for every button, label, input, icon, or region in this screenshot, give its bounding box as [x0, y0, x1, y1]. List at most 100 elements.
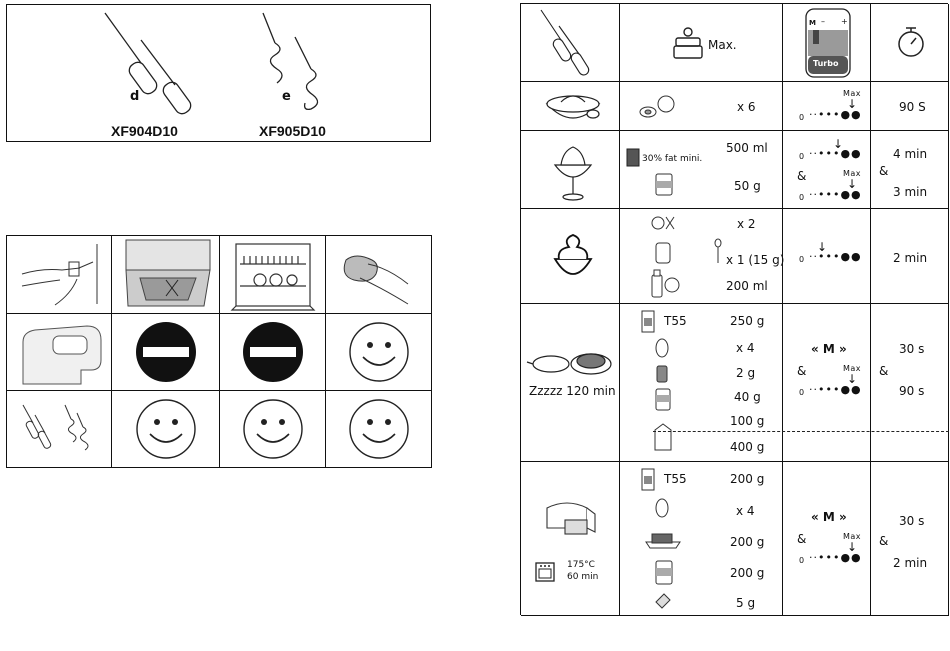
row2-qty-1: 50 g [734, 179, 761, 193]
speed-zero: 0 [799, 556, 805, 565]
row4-rest: Zzzzz 120 min [529, 384, 616, 398]
row5-recipe-cell: 175°C 60 min [521, 462, 620, 616]
flour-bag-icon [641, 468, 655, 491]
row4-time-cell: 30 s & 90 s [871, 304, 949, 462]
jar-icon [655, 242, 671, 264]
row3-time-cell: 2 min [871, 209, 949, 304]
row5-qty-2: x 4 [736, 504, 755, 518]
row5-amp: & [797, 532, 807, 546]
row5-mode: « M » [811, 510, 847, 524]
speed-scale-dots: ··•••●● [809, 551, 862, 564]
cream-carton-icon [626, 148, 640, 167]
row4-dashed-divider [653, 431, 949, 432]
row1-qty-cell: x 6 [620, 82, 783, 131]
row4-time-0: 30 s [899, 342, 925, 356]
speed-scale-dots: ··•••●● [809, 188, 862, 201]
header-timer-cell [871, 4, 949, 82]
ok-wipe-body-cell [326, 314, 432, 391]
row1-time-cell: 90 S [871, 82, 949, 131]
speed-dial-icon [805, 8, 851, 78]
salt-icon [656, 365, 668, 383]
row4-speed-cell: « M » & Max ↓ 0 ··•••●● [783, 304, 871, 462]
accessory-letter-e: e [282, 89, 291, 104]
sugar-jar-icon [655, 560, 673, 585]
row2-recipe-cell [521, 131, 620, 209]
egg-icon [655, 338, 669, 358]
row4-qty-1: 250 g [730, 314, 765, 328]
row5-qty-0: T55 [664, 472, 687, 486]
row4-qty-3: 2 g [736, 366, 756, 380]
down-arrow-icon: ↓ [817, 240, 828, 254]
max-label: Max [843, 364, 862, 373]
whisk-icon [540, 9, 590, 76]
ok-dishwasher-accessories-cell [220, 391, 326, 468]
prohibited-icon [136, 322, 196, 382]
smiley-icon [349, 399, 409, 459]
dough-hooks-icon [262, 12, 319, 111]
ok-sink-accessories-cell [112, 391, 220, 468]
row4-amp: & [879, 364, 889, 378]
row5-oven-time: 60 min [567, 572, 599, 582]
row1-time-0: 90 S [899, 100, 926, 114]
row3-qty-0: x 2 [737, 217, 756, 231]
dishwasher-cell [220, 236, 326, 314]
eggs-icon [639, 95, 675, 118]
row1-speed-cell: Max ↓ 0 ··•••●● [783, 82, 871, 131]
row5-qty-1: 200 g [730, 472, 765, 486]
wipe-cloth-icon [343, 255, 409, 305]
row2-speed-cell: ↓ 0 ··•••●● & Max ↓ 0 ··•••●● [783, 131, 871, 209]
row3-time-0: 2 min [893, 251, 928, 265]
header-speed-cell: M – + Turbo [783, 4, 871, 82]
whipped-cream-bowl-icon [545, 95, 601, 119]
speed-zero: 0 [799, 113, 805, 122]
sink-cell [112, 236, 220, 314]
speed-zero: 0 [799, 152, 805, 161]
sugar-jar-icon [655, 173, 673, 196]
row5-qty-5: 5 g [736, 596, 756, 610]
speed-scale-dots: ··•••●● [809, 108, 862, 121]
dial-mark-m: M [809, 19, 816, 27]
no-sink-body-cell [112, 314, 220, 391]
row4-qty-4: 40 g [734, 390, 761, 404]
accessory-letter-d: d [130, 89, 140, 104]
speed-zero: 0 [799, 255, 805, 264]
row4-mode: « M » [811, 342, 847, 356]
speed-scale-dots: ··•••●● [809, 383, 862, 396]
row1-recipe-cell [521, 82, 620, 131]
row4-amp: & [797, 364, 807, 378]
max-label: Max [843, 89, 862, 98]
row3-qty-2: 200 ml [726, 279, 768, 293]
spoon-icon [714, 238, 722, 263]
accessories-panel: d XF904D10 e XF905D10 [6, 4, 431, 142]
row2-time-0: 4 min [893, 147, 928, 161]
mousse-bowl-icon [553, 234, 593, 275]
row5-qty-4: 200 g [730, 566, 765, 580]
crepes-pan-icon [526, 353, 612, 375]
down-arrow-icon: ↓ [847, 540, 858, 554]
milk-bottle-icon [651, 269, 680, 298]
unplug-cell [7, 236, 112, 314]
prohibited-icon [243, 322, 303, 382]
row5-time-0: 30 s [899, 514, 925, 528]
row4-recipe-cell: Zzzzz 120 min [521, 304, 620, 462]
row2-note: 30% fat mini. [642, 154, 703, 164]
header-weight-cell: Max. [620, 4, 783, 82]
row2-amp: & [797, 169, 807, 183]
row3-speed-cell: ↓ 0 ··•••●● [783, 209, 871, 304]
whisk-beaters-icon [104, 12, 192, 115]
down-arrow-icon: ↓ [833, 137, 844, 151]
stopwatch-icon [898, 27, 924, 57]
mixer-body-cell [7, 314, 112, 391]
butter-icon [645, 533, 681, 549]
row3-qty-1: x 1 (15 g) [726, 253, 785, 267]
oven-icon [535, 562, 555, 582]
mixer-body-icon [22, 325, 102, 385]
row2-qty-0: 500 ml [726, 141, 768, 155]
speed-zero: 0 [799, 388, 805, 397]
accessory-model-d: XF904D10 [111, 123, 178, 139]
max-label: Max. [708, 38, 737, 52]
max-label: Max [843, 532, 862, 541]
row5-qty-3: 200 g [730, 535, 765, 549]
weight-icon [673, 27, 703, 59]
dial-mark-plus: + [841, 17, 848, 26]
